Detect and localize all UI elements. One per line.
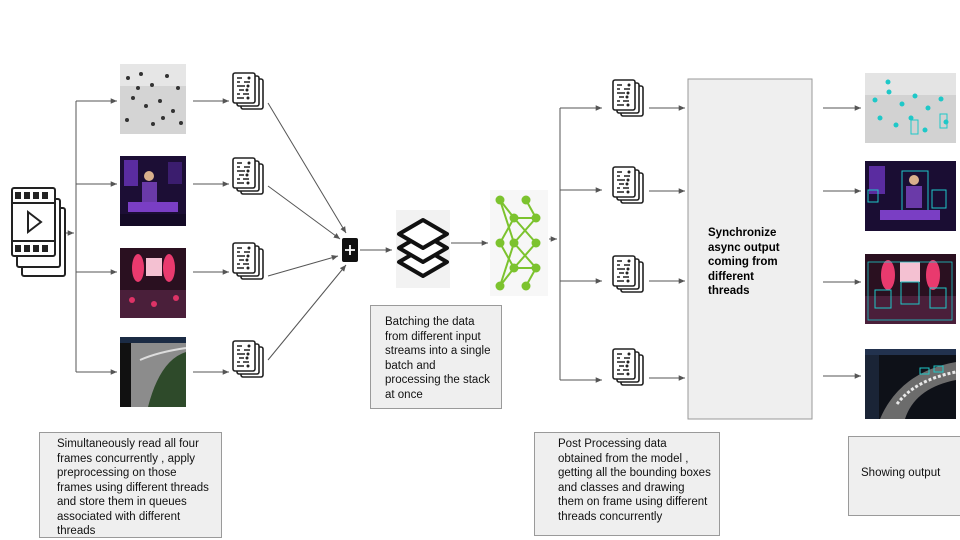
preprocess-thread-icon-2 — [232, 157, 264, 195]
output-frame-concert — [865, 254, 956, 324]
frame-to-thread-arrows — [193, 98, 229, 375]
read-frames-note: Simultaneously read all four frames conc… — [39, 432, 222, 538]
output-frame-presenter — [865, 161, 956, 231]
neural-network-icon — [490, 190, 548, 296]
output-frame-crowd — [865, 73, 956, 143]
input-frame-presenter — [120, 156, 186, 226]
input-frame-crowd — [120, 64, 186, 134]
postprocess-thread-icon-2 — [612, 166, 644, 204]
batching-note: Batching the data from different input s… — [370, 305, 502, 409]
input-frame-concert — [120, 248, 186, 318]
input-frame-racetrack — [120, 337, 187, 407]
postprocess-thread-icon-3 — [612, 255, 644, 293]
postprocess-to-sync-arrows — [649, 105, 685, 381]
postprocess-thread-icon-1 — [612, 79, 644, 117]
thread-to-merge-arrows — [267, 102, 347, 361]
postprocess-thread-icon-4 — [612, 348, 644, 386]
showing-output-note: Showing output — [848, 436, 960, 516]
preprocess-thread-icon-3 — [232, 242, 264, 280]
synchronize-box — [687, 78, 813, 420]
synchronize-label: Synchronize async output coming from dif… — [708, 227, 780, 297]
input-splitter — [66, 98, 117, 375]
sync-to-output-arrows — [823, 105, 861, 379]
post-processing-note: Post Processing data obtained from the m… — [534, 432, 720, 536]
preprocess-thread-icon-4 — [232, 340, 264, 378]
plus-icon — [342, 238, 358, 262]
preprocess-thread-icon-1 — [232, 72, 264, 110]
layers-icon — [396, 210, 450, 288]
video-stack-icon — [11, 187, 66, 277]
output-frame-racetrack — [865, 349, 957, 419]
model-splitter — [549, 105, 602, 383]
